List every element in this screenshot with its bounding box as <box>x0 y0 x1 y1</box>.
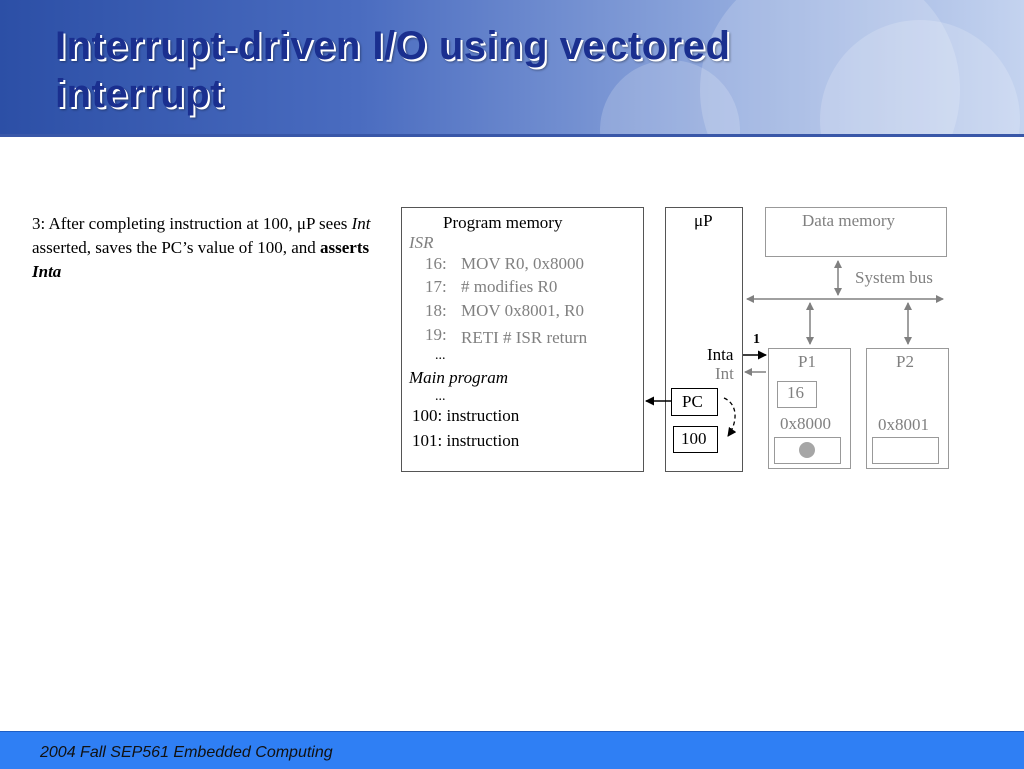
slide-title-line1: Interrupt-driven I/O using vectored <box>55 24 731 68</box>
pc-label: PC <box>682 392 703 411</box>
isr-addr-18: 18: <box>425 301 447 320</box>
p2-address: 0x8001 <box>878 415 929 434</box>
footer-bar: 2004 Fall SEP561 Embedded Computing <box>0 731 1024 769</box>
isr-addr-19: 19: <box>425 325 447 344</box>
note-asserts: asserts <box>320 238 370 257</box>
inta-signal-label: Inta <box>707 345 734 364</box>
note-int: Int <box>351 214 371 233</box>
p1-register-box <box>777 381 817 408</box>
int-signal-label: Int <box>715 364 734 383</box>
main-program-label: Main program <box>409 368 509 387</box>
main-line-101: 101: instruction <box>412 431 520 450</box>
slide-title-line2: interrupt <box>55 72 224 116</box>
step-description: 3: After completing instruction at 100, … <box>32 212 377 284</box>
banner-divider <box>0 134 1024 137</box>
microprocessor-label: μP <box>694 211 713 230</box>
note-prefix: 3: After completing instruction at 100, … <box>32 214 352 233</box>
p1-int-indicator-icon <box>799 442 815 458</box>
isr-addr-17: 17: <box>425 277 447 296</box>
data-memory-box <box>765 207 947 257</box>
isr-code-16: MOV R0, 0x8000 <box>461 254 584 273</box>
main-line-100: 100: instruction <box>412 406 520 425</box>
ellipsis-main: ... <box>435 389 446 404</box>
isr-code-17: # modifies R0 <box>461 277 558 296</box>
isr-label: ISR <box>409 233 434 252</box>
pc-register <box>671 388 718 416</box>
isr-code-19: RETI # ISR return <box>461 328 588 347</box>
isr-addr-16: 16: <box>425 254 447 273</box>
pc-saved-value-box <box>673 426 718 453</box>
p2-label: P2 <box>896 352 914 371</box>
isr-code-18: MOV 0x8001, R0 <box>461 301 584 320</box>
p1-address: 0x8000 <box>780 414 831 433</box>
p1-label: P1 <box>798 352 816 371</box>
slide-title: Interrupt-driven I/O using vectored inte… <box>55 22 955 118</box>
ellipsis-isr: ... <box>435 348 446 363</box>
p2-register-box <box>872 437 939 464</box>
note-middle: asserted, saves the PC’s value of 100, a… <box>32 238 320 257</box>
title-banner <box>0 0 1024 134</box>
data-memory-label: Data memory <box>802 211 895 230</box>
pc-saved-value: 100 <box>681 429 707 448</box>
save-pc-dashed-arrow <box>723 397 737 437</box>
footer-text: 2004 Fall SEP561 Embedded Computing <box>40 744 333 761</box>
system-bus-label: System bus <box>855 268 933 287</box>
p1-register-value: 16 <box>787 383 804 402</box>
note-inta: Inta <box>32 262 62 281</box>
program-memory-box <box>401 207 644 472</box>
program-memory-label: Program memory <box>443 213 563 232</box>
step-marker: 1 <box>753 332 760 347</box>
